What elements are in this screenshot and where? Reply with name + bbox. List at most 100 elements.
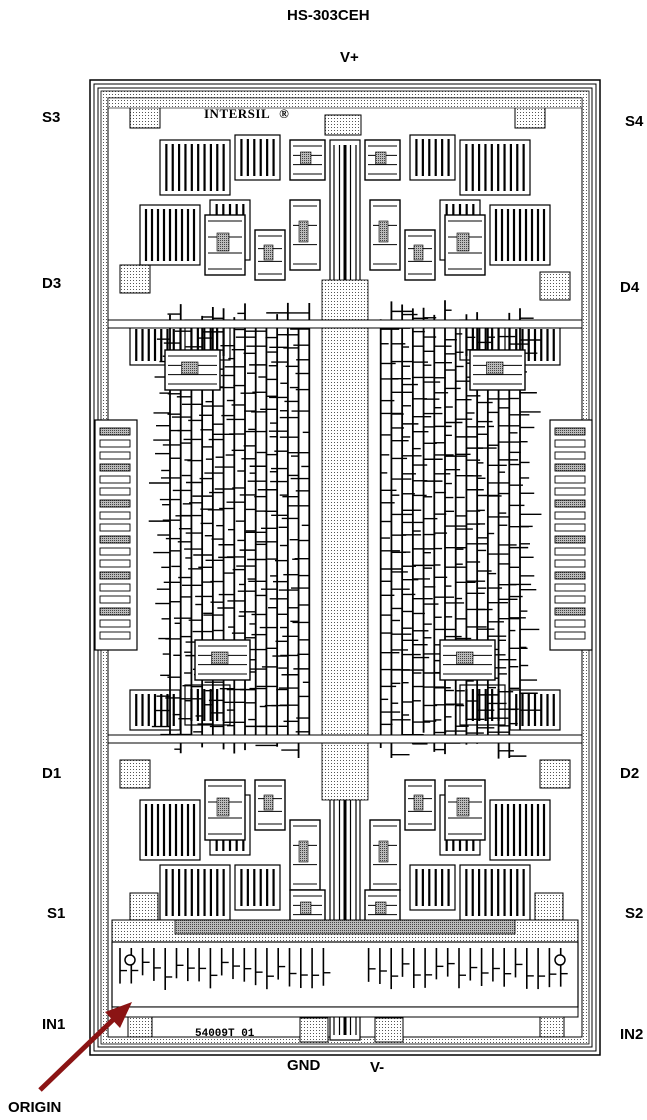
side-array-cell [554,595,586,604]
contact [378,840,389,863]
side-array-cell [554,535,586,544]
pin-label-d1: D1 [42,765,62,782]
origin-arrow [38,1002,132,1092]
pin-label-v-minus: V- [370,1059,385,1076]
contact [216,797,230,817]
transistor-block [404,229,436,281]
via [554,954,566,966]
contact [216,232,230,252]
side-array-cell [99,607,131,616]
side-array-cell [99,631,131,640]
side-array-cell [554,523,586,532]
contact [211,651,229,665]
input-logic-strip [111,941,579,1008]
contact [300,901,312,915]
side-array-cell [99,487,131,496]
side-array-cell [554,487,586,496]
top-band [107,97,583,109]
side-array-cell [554,427,586,436]
side-array-cell [554,439,586,448]
pad-s1 [129,892,159,922]
contact [298,840,309,863]
side-array-cell [554,451,586,460]
pad-gnd [299,1017,329,1043]
pin-label-in2: IN2 [620,1026,644,1043]
pin-label-d3: D3 [42,275,62,292]
side-array-cell [99,439,131,448]
pin-label-s1: S1 [47,905,66,922]
comb-structure [159,139,231,196]
contact [263,244,274,261]
pin-label-s3: S3 [42,109,61,126]
pin-label-in1: IN1 [42,1016,66,1033]
side-array-cell [554,583,586,592]
contact [456,232,470,252]
side-array-cell [99,535,131,544]
contact [413,244,424,261]
contact [486,361,504,375]
side-array-cell [554,607,586,616]
pad-s2 [534,892,564,922]
side-array-cell [554,463,586,472]
side-array-cell [554,511,586,520]
side-array-cell [99,571,131,580]
side-array-cell [99,595,131,604]
contact [456,797,470,817]
contact [375,151,387,165]
side-array-cell [554,499,586,508]
contact [263,794,274,811]
pin-label-s2: S2 [625,905,644,922]
side-array-cell [554,619,586,628]
contact [181,361,199,375]
pin-label-d2: D2 [620,765,640,782]
side-array-cell [99,427,131,436]
side-array-cell [99,559,131,568]
side-array-cell [554,475,586,484]
side-array-cell [99,523,131,532]
side-array-cell [554,631,586,640]
side-array-cell [99,499,131,508]
bus-region [321,279,369,801]
pin-label-v-plus: V+ [340,49,359,66]
contact [456,651,474,665]
comb-structure [159,864,231,921]
side-array-cell [99,619,131,628]
part-code-marking: 54009T 01 [195,1028,255,1040]
brand-marking: INTERSIL ® [204,106,289,122]
contact [413,794,424,811]
side-array-cell [554,571,586,580]
brand-text: INTERSIL [204,106,270,121]
contact [298,220,309,243]
pin-label-s4: S4 [625,113,644,130]
mid-rail-top [107,319,583,329]
origin-label: ORIGIN [8,1099,62,1116]
side-array-cell [99,475,131,484]
side-array-cell [554,559,586,568]
pad-d4 [539,271,571,301]
brand-symbol: ® [279,106,290,121]
pin-label-d4: D4 [620,279,640,296]
pad-d1 [119,759,151,789]
contact [300,151,312,165]
comb-structure [459,139,531,196]
bottom-band-inner [174,919,516,935]
circuit-layout [94,97,593,1043]
side-array-cell [99,463,131,472]
side-array-cell [99,511,131,520]
comb-structure [459,864,531,921]
pad-d2 [539,759,571,789]
pad-v-plus [324,114,362,136]
pad-v-minus [374,1017,404,1043]
side-array-cell [99,451,131,460]
pad-d3 [119,264,151,294]
mid-rail-bottom [107,734,583,744]
contact [375,901,387,915]
side-array-cell [99,583,131,592]
side-array-cell [99,547,131,556]
pin-label-gnd: GND [287,1057,321,1074]
side-array-cell [554,547,586,556]
bottom-rail [111,1006,579,1018]
contact [378,220,389,243]
part-title: HS-303CEH [287,7,370,24]
